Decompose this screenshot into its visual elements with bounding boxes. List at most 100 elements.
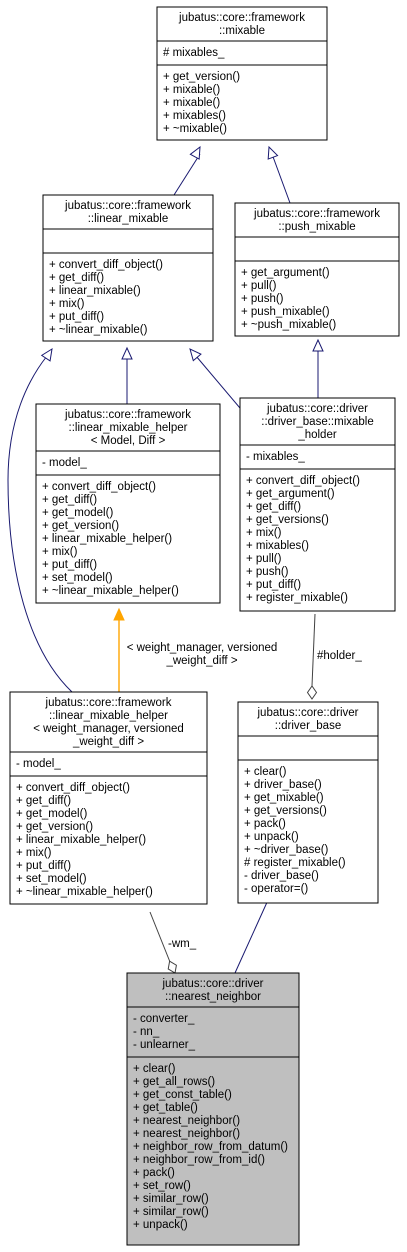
class-operation: - driver_base() (244, 870, 319, 882)
edge-arrowhead (312, 338, 324, 352)
class-operation: + ~linear_mixable_helper() (42, 585, 179, 597)
class-operation: + mix() (16, 847, 52, 859)
composition-edge (149, 911, 171, 963)
class-title-line: jubatus::core::framework (253, 208, 380, 220)
class-box-nearest-neighbor[interactable]: jubatus::core::driver::nearest_neighbor-… (126, 972, 300, 1246)
class-operation: + similar_row() (133, 1193, 209, 1205)
class-title-line: ::driver_base::mixable (261, 416, 374, 428)
class-attribute: - model_ (42, 457, 87, 469)
class-box-linear-mixable[interactable]: jubatus::core::framework::linear_mixable… (42, 194, 214, 342)
class-operation: + get_table() (133, 1102, 198, 1114)
class-operation: + get_mixable() (244, 792, 324, 804)
class-operation: + get_all_rows() (133, 1076, 215, 1088)
class-operation: + mixable() (163, 84, 220, 96)
wm-label: -wm_ (168, 938, 197, 950)
class-operation: + linear_mixable_helper() (16, 834, 146, 846)
class-operation: + get_version() (163, 71, 240, 83)
class-operation: + unpack() (133, 1219, 188, 1231)
class-operation: + clear() (133, 1063, 176, 1075)
class-box-linear-mixable-helper-weight[interactable]: jubatus::core::framework::linear_mixable… (9, 691, 208, 905)
edge-arrowhead (113, 607, 125, 621)
template-arguments-label: _weight_diff > (165, 655, 237, 667)
class-box-frame (35, 403, 221, 604)
class-operation: + get_versions() (244, 805, 327, 817)
inheritance-edge (173, 153, 201, 196)
class-box-frame (239, 397, 396, 612)
class-operation: + put_diff() (42, 559, 97, 571)
class-operation: + mix() (49, 298, 85, 310)
class-operation: + ~linear_mixable() (49, 324, 148, 336)
class-box-mixable[interactable]: jubatus::core::framework::mixable# mixab… (156, 6, 328, 141)
class-operation: + get_version() (16, 821, 93, 833)
class-operation: + register_mixable() (246, 592, 348, 604)
class-operation: + ~driver_base() (244, 844, 329, 856)
class-operation: + convert_diff_object() (42, 481, 156, 493)
class-operation: + get_diff() (16, 795, 71, 807)
class-operation: + neighbor_row_from_id() (133, 1154, 265, 1166)
class-operation: + get_argument() (246, 488, 335, 500)
holder-label: #holder_ (317, 650, 362, 662)
diagram-edge-labels: < weight_manager, versioned_weight_diff … (127, 642, 363, 950)
class-operation: + mix() (246, 527, 282, 539)
class-operation: + pull() (241, 280, 277, 292)
class-title-line: jubatus::core::framework (64, 200, 191, 212)
class-box-driver-base-mixable-holder[interactable]: jubatus::core::driver::driver_base::mixa… (239, 397, 396, 612)
class-operation: + pack() (133, 1167, 175, 1179)
class-operation: + set_row() (133, 1180, 191, 1192)
class-operation: + get_version() (42, 520, 119, 532)
class-title-line: ::driver_base (275, 720, 341, 732)
class-operation: + convert_diff_object() (16, 782, 130, 794)
class-attribute: # mixables_ (163, 47, 225, 59)
class-box-driver-base[interactable]: jubatus::core::driver::driver_base+ clea… (237, 701, 379, 904)
class-title-line: jubatus::core::driver (162, 978, 264, 990)
edge-arrowhead (189, 145, 201, 160)
class-title-line: jubatus::core::driver (257, 707, 359, 719)
class-operation: + get_const_table() (133, 1089, 232, 1101)
class-operation: + ~mixable() (163, 123, 227, 135)
edge-arrowhead (267, 145, 279, 160)
class-operation: + put_diff() (16, 860, 71, 872)
class-operation: + set_model() (42, 572, 113, 584)
class-operation: + ~linear_mixable_helper() (16, 886, 153, 898)
class-title-line: jubatus::core::framework (64, 409, 191, 421)
class-operation: + pull() (246, 553, 282, 565)
class-attribute: - nn_ (133, 1026, 160, 1038)
class-title-line: _holder (297, 429, 337, 441)
class-title-line: jubatus::core::framework (45, 697, 172, 709)
class-operation: + unpack() (244, 831, 299, 843)
class-operation: + mixables() (163, 110, 226, 122)
class-operation: + get_model() (16, 808, 87, 820)
class-operation: + put_diff() (246, 579, 301, 591)
class-operation: + put_diff() (49, 311, 104, 323)
class-operation: + clear() (244, 766, 287, 778)
class-operation: + get_diff() (49, 272, 104, 284)
class-title-line: < Model, Diff > (91, 435, 166, 447)
edge-arrowhead (121, 346, 133, 360)
class-operation: # register_mixable() (244, 857, 346, 869)
class-operation: + linear_mixable_helper() (42, 533, 172, 545)
edge-diamond (167, 960, 177, 974)
class-operation: + set_model() (16, 873, 87, 885)
class-box-linear-mixable-helper-generic[interactable]: jubatus::core::framework::linear_mixable… (35, 403, 221, 604)
class-title-line: jubatus::core::framework (178, 12, 305, 24)
class-title-line: ::linear_mixable_helper (69, 422, 188, 434)
class-attribute: - unlearner_ (133, 1039, 196, 1051)
class-operation: + similar_row() (133, 1206, 209, 1218)
class-operation: + get_model() (42, 507, 113, 519)
class-operation: + get_versions() (246, 514, 329, 526)
class-box-push-mixable[interactable]: jubatus::core::framework::push_mixable+ … (234, 202, 400, 337)
class-operation: + mixable() (163, 97, 220, 109)
class-operation: + get_diff() (42, 494, 97, 506)
class-title-line: ::mixable (219, 25, 265, 37)
class-operation: + convert_diff_object() (246, 475, 360, 487)
class-attribute: - model_ (16, 758, 61, 770)
class-operation: + linear_mixable() (49, 285, 141, 297)
class-operation: - operator=() (244, 883, 308, 895)
class-box-frame (234, 202, 400, 337)
composition-edge (311, 613, 316, 687)
class-box-frame (156, 6, 328, 141)
class-title-line: ::nearest_neighbor (165, 991, 261, 1003)
class-attribute: - mixables_ (246, 451, 305, 463)
template-arguments-label: < weight_manager, versioned (127, 642, 278, 654)
